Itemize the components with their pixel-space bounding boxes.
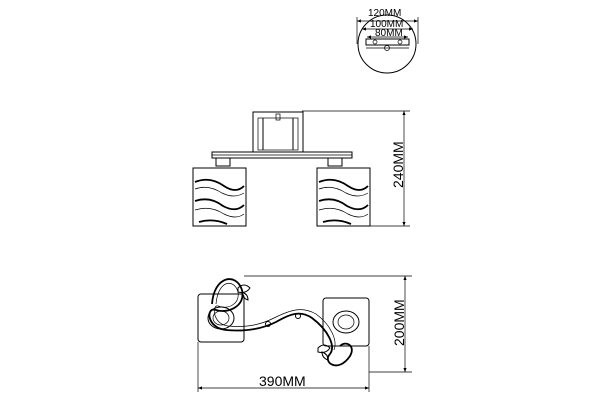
dim-height: 240MM xyxy=(390,141,406,188)
fixture-plan-view xyxy=(197,278,370,367)
dim-depth: 200MM xyxy=(391,299,407,346)
dim-canopy-mid: 100MM xyxy=(370,19,403,30)
fixture-front-view xyxy=(192,111,371,227)
dim-depth-line xyxy=(244,275,412,373)
dim-height-line xyxy=(302,110,410,227)
dim-width-line xyxy=(197,342,370,392)
canopy-top-view xyxy=(356,14,419,74)
dim-canopy-outer: 120MM xyxy=(368,8,401,19)
dim-canopy-inner: 80MM xyxy=(375,28,403,39)
dim-width: 390MM xyxy=(259,373,306,389)
